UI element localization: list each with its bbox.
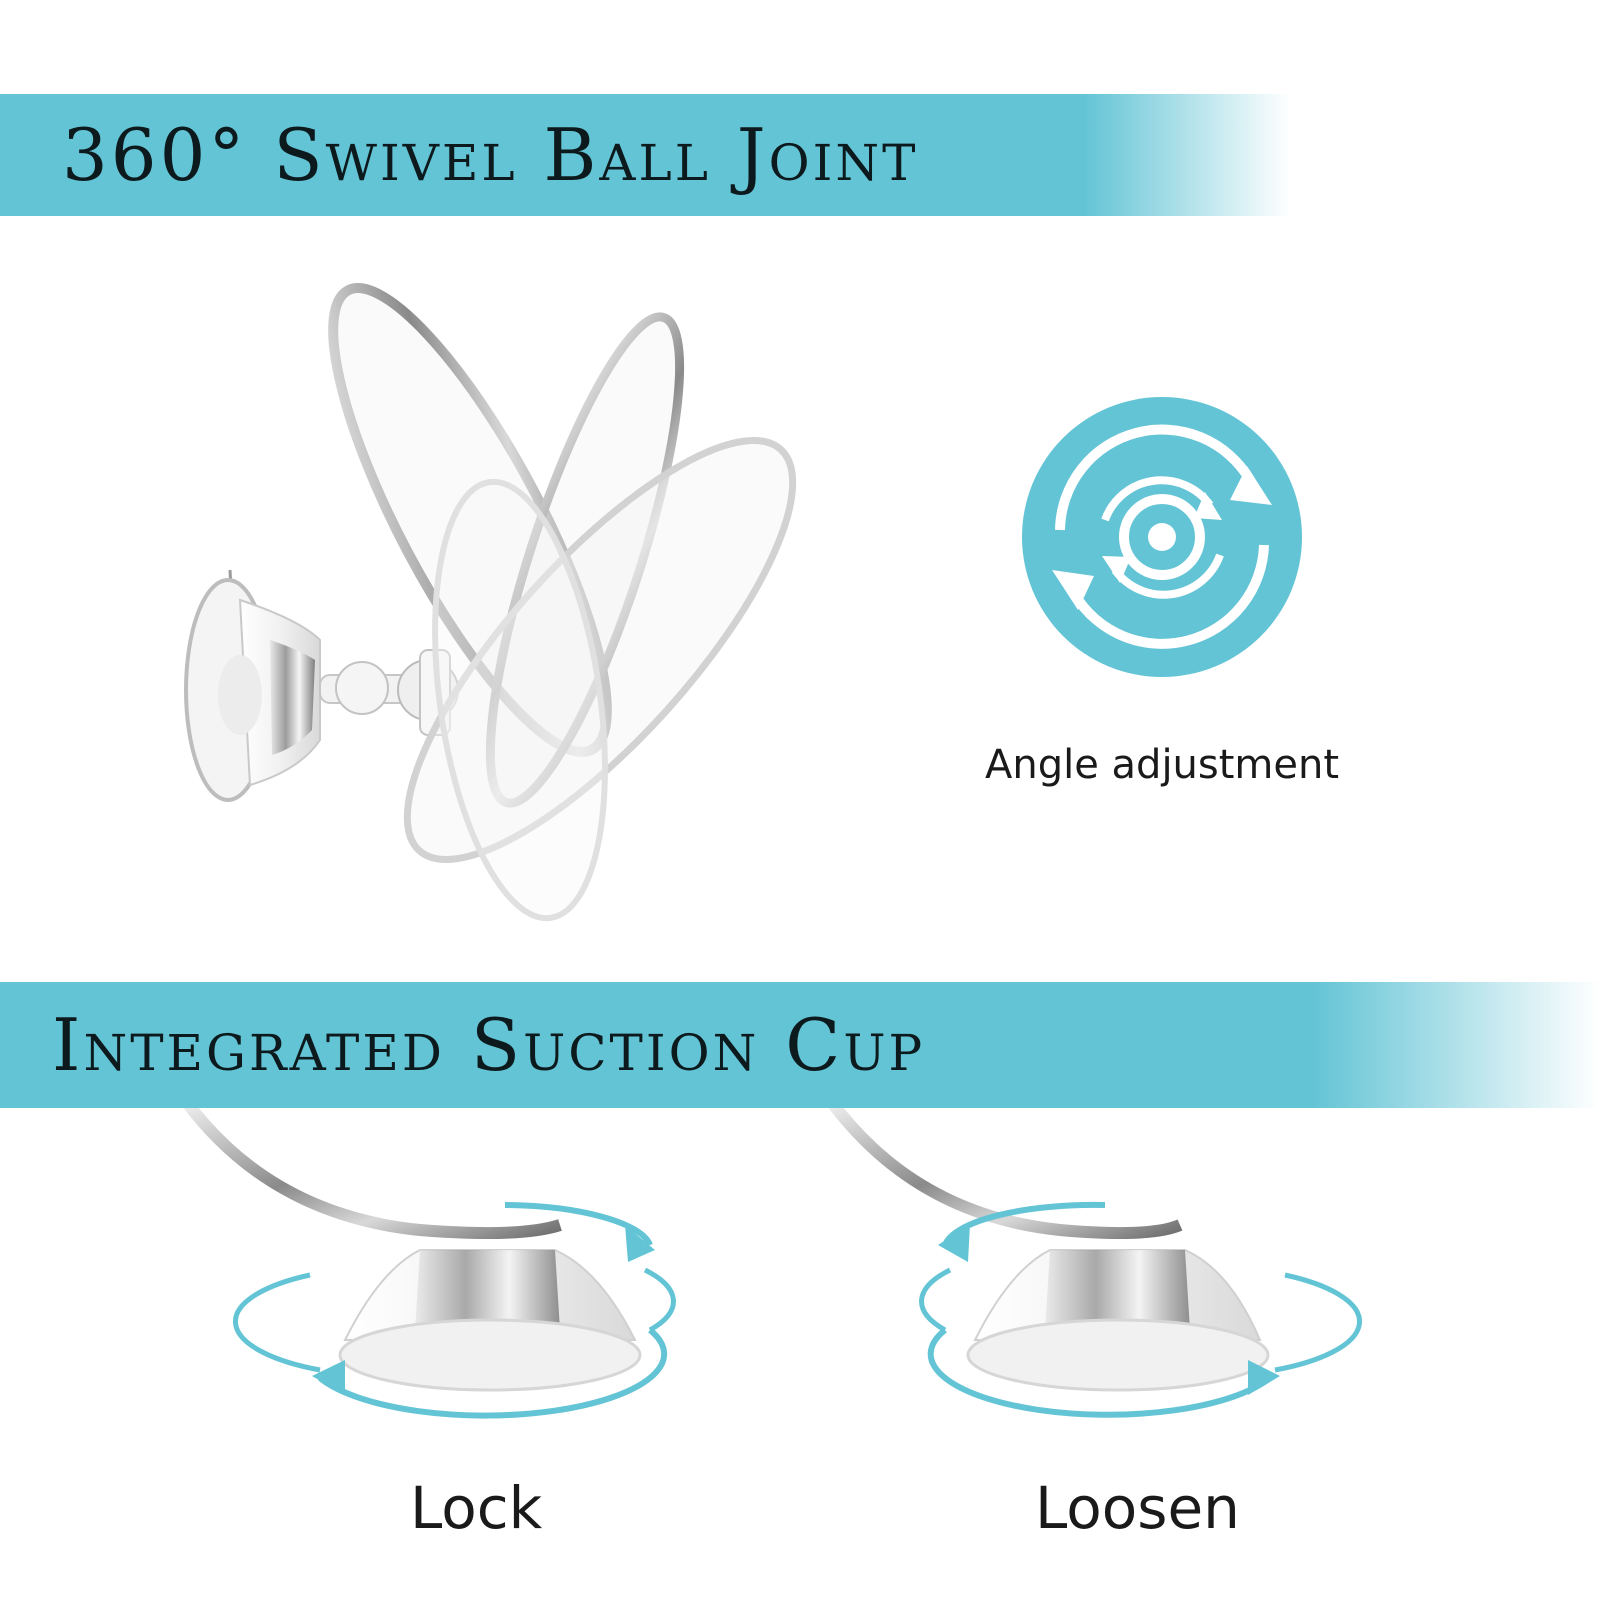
swivel-mirror-illustration — [184, 283, 797, 922]
angle-adjustment-caption: Angle adjustment — [985, 742, 1340, 788]
mirror-positions — [328, 283, 797, 922]
suction-banner: Integrated Suction Cup — [0, 982, 1600, 1108]
lock-suction-illustration — [180, 1096, 676, 1419]
lock-caption: Lock — [410, 1474, 543, 1542]
wall-suction-cup — [184, 569, 459, 802]
rotation-arrows-icon — [1022, 397, 1302, 677]
swivel-title: 360° Swivel Ball Joint — [62, 113, 919, 197]
suction-title: Integrated Suction Cup — [52, 1003, 926, 1087]
swivel-banner: 360° Swivel Ball Joint — [0, 94, 1290, 216]
loosen-suction-illustration — [825, 1096, 1362, 1418]
loosen-caption: Loosen — [1035, 1474, 1240, 1542]
